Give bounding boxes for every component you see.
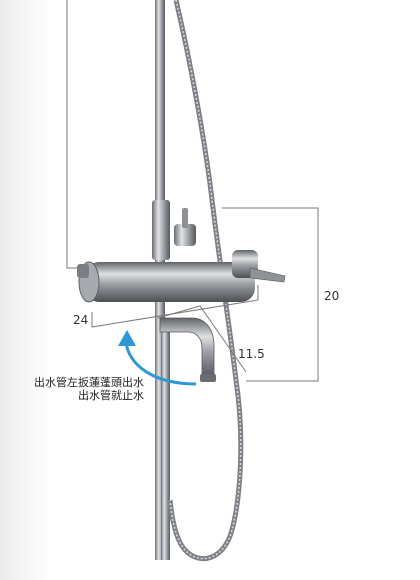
height-dimension-line <box>222 207 319 382</box>
mixer-lever <box>249 267 286 283</box>
shower-hose-highlight <box>169 0 242 560</box>
diverter-lever <box>182 208 188 228</box>
diverter-knob <box>174 224 196 246</box>
rotation-caption: 出水管左扳蓮蓬頭出水 出水管就止水 <box>34 376 144 402</box>
caption-line-1: 出水管左扳蓮蓬頭出水 <box>34 376 144 389</box>
curved-arrow-icon <box>118 330 197 386</box>
height-dimension-label: 20 <box>324 289 340 303</box>
wall-line <box>66 0 80 269</box>
lower-pipe <box>161 320 170 560</box>
spout-outlet <box>200 374 216 382</box>
caption-line-2: 出水管就止水 <box>78 389 144 402</box>
wall-connector <box>77 264 89 278</box>
spout-dimension-label: 11.5 <box>238 347 265 361</box>
riser-clamp <box>152 200 170 260</box>
spout-dimension-line <box>157 305 247 373</box>
mixer-body <box>85 262 255 302</box>
width-dimension-label: 24 <box>73 313 89 327</box>
